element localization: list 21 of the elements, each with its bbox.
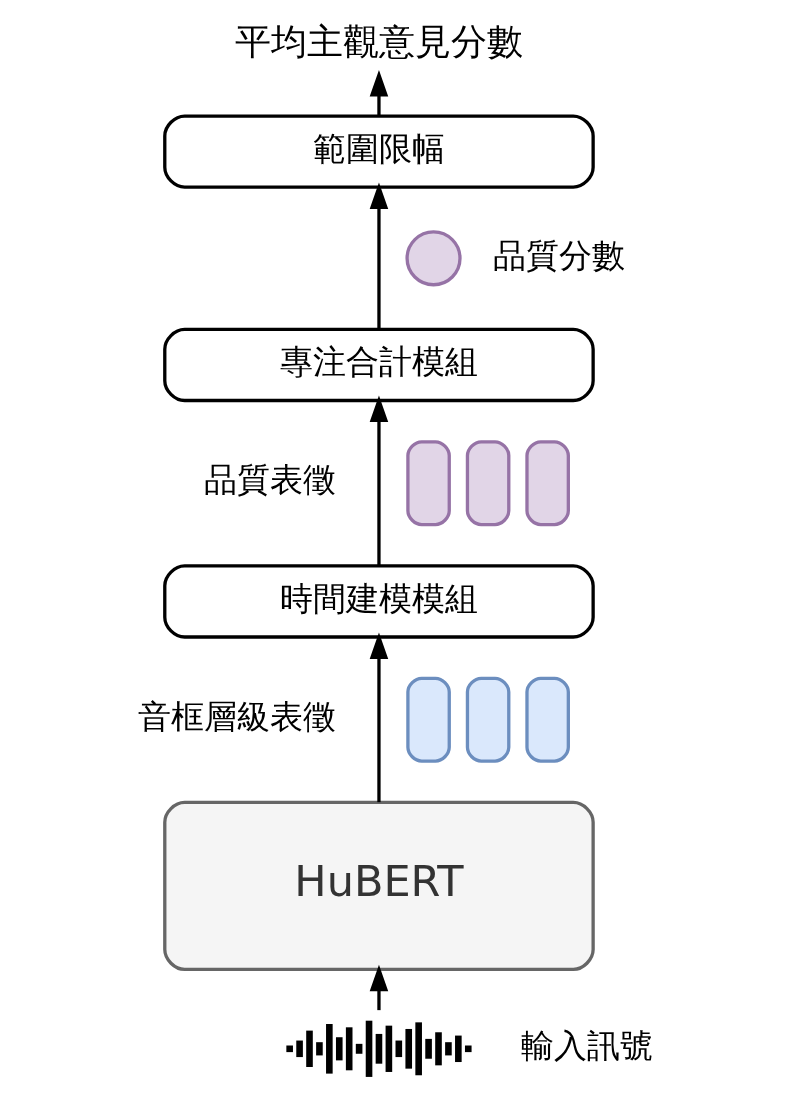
node-box: 範圍限幅 bbox=[162, 114, 595, 189]
label: 品質分數 bbox=[492, 235, 625, 275]
arrow bbox=[369, 69, 388, 116]
node-circle bbox=[404, 230, 462, 287]
node-box bbox=[405, 440, 451, 527]
node-box bbox=[465, 676, 510, 763]
arrow bbox=[369, 632, 388, 803]
arrow bbox=[369, 182, 388, 330]
label: 輸入訊號 bbox=[520, 1026, 653, 1066]
arrow bbox=[369, 395, 388, 566]
label: 品質表徵 bbox=[203, 460, 336, 500]
node-box bbox=[465, 440, 510, 527]
node-text: 平均主觀意見分數 bbox=[234, 20, 523, 64]
node-box: 專注合計模組 bbox=[162, 327, 595, 403]
label: 音框層級表徵 bbox=[137, 696, 336, 736]
node-box: 時間建模模組 bbox=[162, 564, 595, 639]
node-box: HuBERT bbox=[162, 800, 595, 972]
arrow bbox=[369, 964, 388, 1011]
node-box bbox=[524, 440, 570, 527]
node-box bbox=[405, 676, 451, 763]
node-box bbox=[524, 676, 570, 763]
